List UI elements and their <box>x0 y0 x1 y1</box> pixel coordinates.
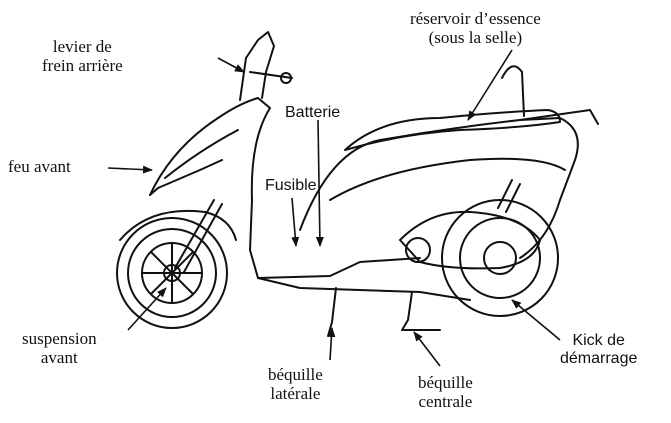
label-batterie: Batterie <box>285 104 341 121</box>
front-mudguard <box>119 209 237 241</box>
front-apron <box>149 97 271 251</box>
label-suspension-line2: avant <box>40 347 78 367</box>
rear-body <box>299 117 579 259</box>
arrow-suspension-avant <box>127 287 167 331</box>
handlebar-stem <box>239 31 275 101</box>
label-bequille-laterale-line2: latérale <box>270 383 321 403</box>
rear-shock <box>497 179 521 213</box>
label-levier-frein-line2: frein arrière <box>42 55 123 75</box>
label-kick-line2: démarrage <box>560 349 638 367</box>
rear-wheel <box>441 199 559 317</box>
label-reservoir-line1: réservoir d’essence <box>410 9 541 28</box>
label-bequille-centrale: béquille centrale <box>418 373 473 411</box>
label-fusible: Fusible <box>265 177 317 194</box>
label-kick: Kick de démarrage <box>560 332 637 367</box>
arrow-batterie <box>315 119 324 247</box>
arrow-bequille-laterale <box>327 327 336 361</box>
arrow-levier-frein <box>217 57 245 73</box>
front-wheel <box>116 217 228 329</box>
label-bequille-centrale-line1: béquille <box>418 373 473 392</box>
seat <box>344 109 561 151</box>
arrow-bequille-centrale <box>413 331 441 367</box>
label-kick-line1: Kick de <box>572 332 625 349</box>
label-suspension-line1: suspension <box>22 329 97 348</box>
arrow-feu-avant <box>107 165 153 174</box>
floorboard <box>249 249 471 301</box>
label-bequille-centrale-line2: centrale <box>418 391 473 411</box>
label-suspension-avant: suspension avant <box>22 329 97 367</box>
label-levier-frein: levier de frein arrière <box>42 37 123 75</box>
arrow-kick <box>511 299 561 341</box>
label-reservoir-line2: (sous la selle) <box>428 27 523 47</box>
headlight-area <box>149 159 223 196</box>
arrow-fusible <box>291 197 300 247</box>
handlebar <box>249 71 293 79</box>
label-bequille-laterale-line1: béquille <box>268 365 323 384</box>
label-levier-frein-line1: levier de <box>52 37 112 56</box>
front-fork <box>174 199 223 273</box>
center-stand <box>401 291 441 331</box>
label-reservoir: réservoir d’essence (sous la selle) <box>410 9 541 47</box>
rear-rack <box>501 65 525 117</box>
label-feu-avant: feu avant <box>8 157 71 176</box>
engine-case <box>399 210 541 270</box>
label-bequille-laterale: béquille latérale <box>268 365 323 403</box>
arrow-reservoir <box>467 49 513 121</box>
